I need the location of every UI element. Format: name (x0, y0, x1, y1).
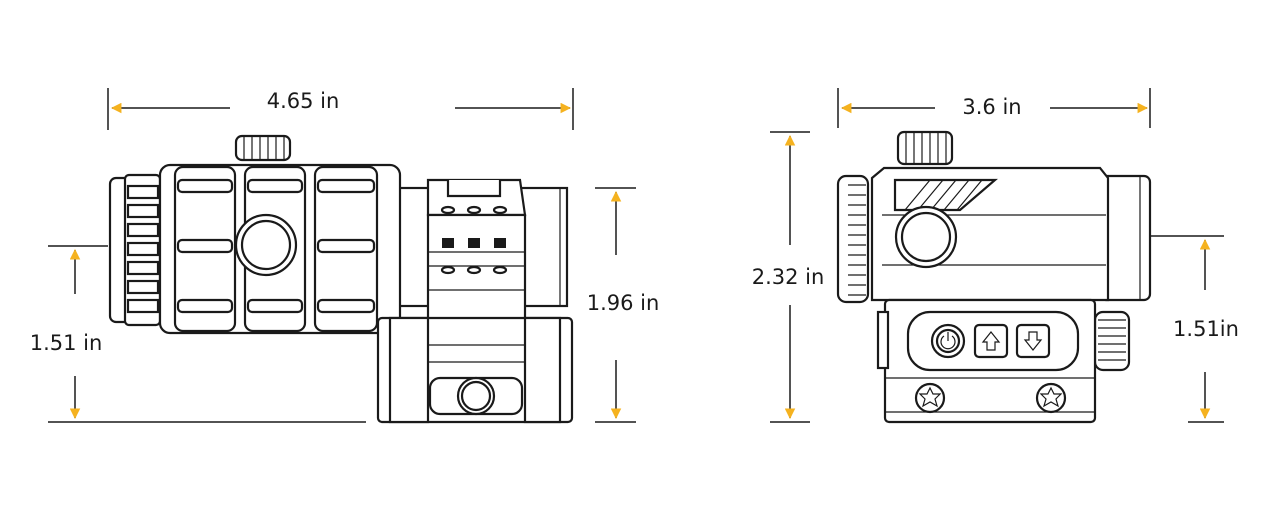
power-icon (940, 335, 956, 350)
side-knob-inner (240, 219, 292, 271)
flip-mount (426, 178, 527, 327)
rear-axis-height-label: 1.51in (1173, 317, 1239, 341)
up-button[interactable] (973, 323, 1009, 359)
mount-screw-left (914, 382, 946, 414)
side-knob-inner (900, 211, 952, 263)
eyepiece-grip (126, 184, 160, 314)
mount-screw-right (1035, 382, 1067, 414)
arrow-down-icon (1023, 331, 1043, 351)
rear-ring-knurl (848, 184, 866, 296)
arrow-up-icon (981, 331, 1001, 351)
rear-width-label: 3.6 in (962, 95, 1021, 119)
side-length-label: 4.65 in (267, 89, 340, 113)
mount-base (376, 316, 574, 424)
rear-view-dimensions: 3.6 in 2.32 in 1.51in (752, 88, 1239, 423)
rear-ring (836, 174, 870, 304)
grip-grooves (176, 178, 376, 314)
red-dot-sight-side-view (836, 130, 1152, 424)
down-button[interactable] (1015, 323, 1051, 359)
hatched-band (893, 178, 998, 212)
side-mount-height-label: 1.51 in (30, 331, 103, 355)
side-overall-height-label: 1.96 in (587, 291, 660, 315)
side-view-dimensions: 4.65 in 1.51 in 1.96 in (30, 88, 660, 423)
magnifier-side-view (108, 134, 574, 424)
brightness-wheel (1093, 310, 1131, 372)
rear-overall-height-label: 2.32 in (752, 265, 825, 289)
power-button[interactable] (930, 323, 966, 359)
